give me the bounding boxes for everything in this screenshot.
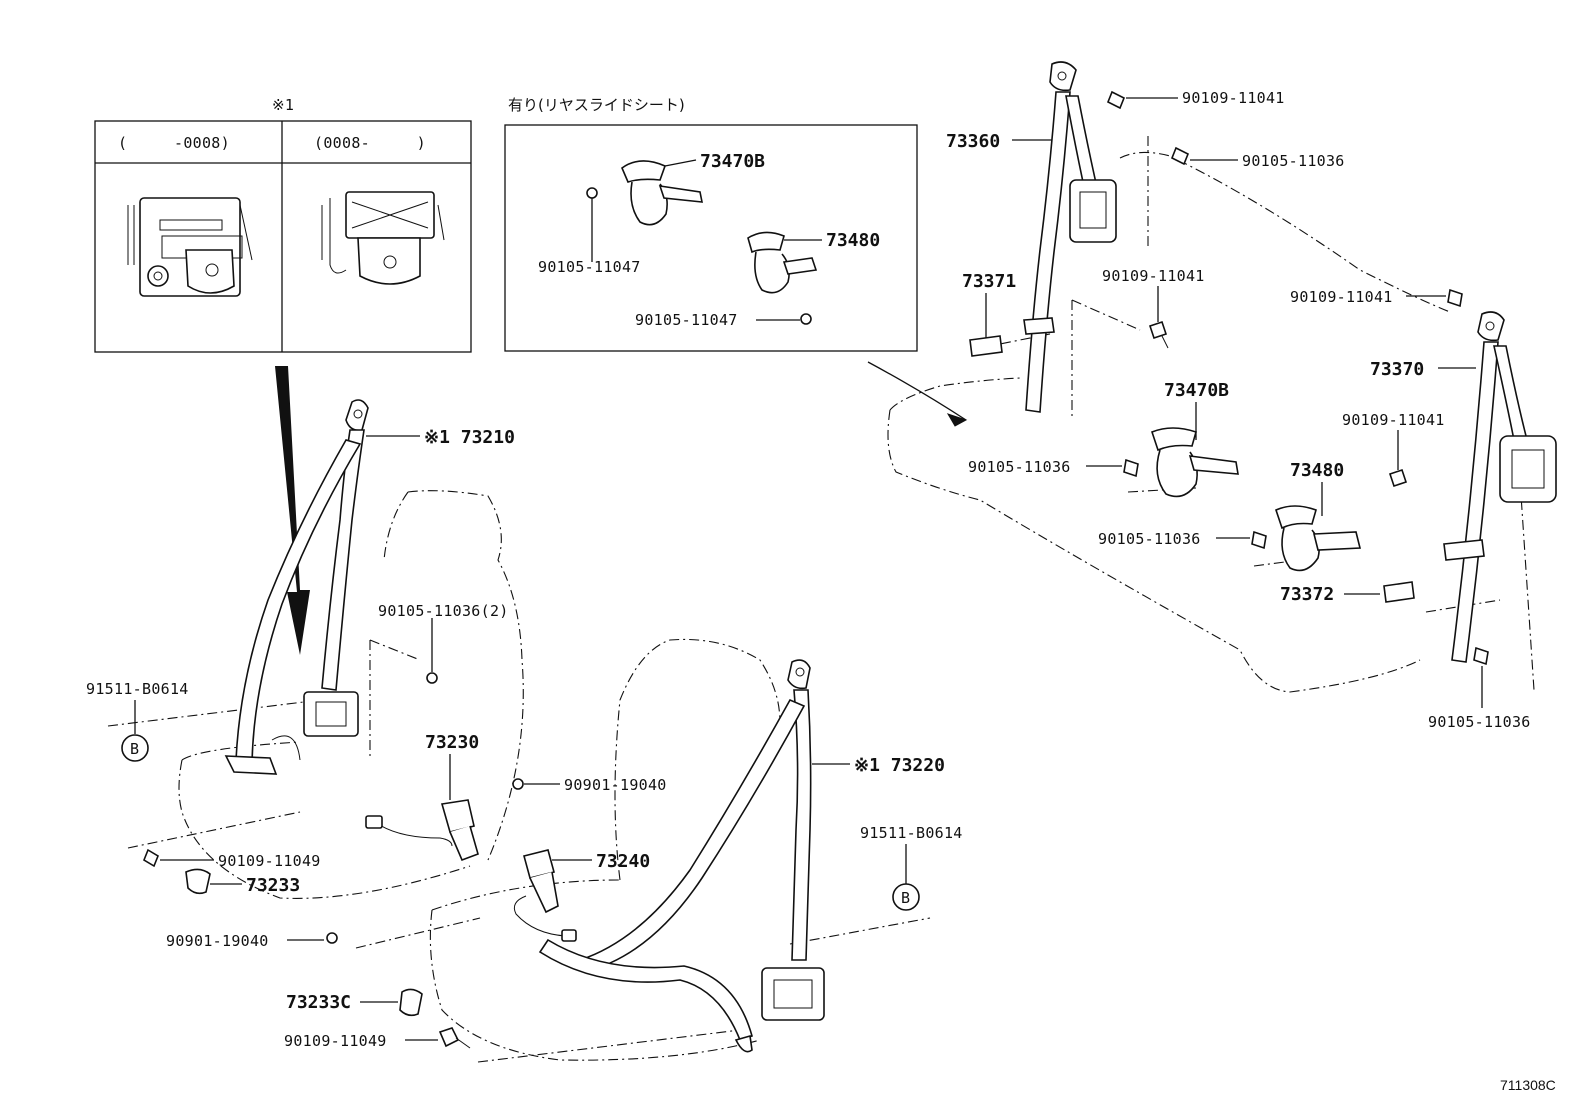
label-90109-11049-a: 90109-11049 [218,852,321,870]
seat-belt-73370: 73370 [1370,311,1557,663]
label-90105-11036-a: 90105-11036 [1242,152,1345,170]
inset-box-rear-slide-seat: 有り(リヤスライドシート) 73470B 90105-11047 73480 9… [504,96,918,352]
label-90901-19040-b: 90901-19040 [166,932,269,950]
buckle-73480: 73480 [1275,460,1362,572]
label-90109-11041-a: 90109-11041 [1182,89,1285,107]
bolt-90109-11041-a: 90109-11041 [1106,89,1285,110]
label-73370: 73370 [1370,359,1424,380]
rear-seat [887,136,1535,693]
label-73240: 73240 [596,851,650,872]
label-90105-11047-a: 90105-11047 [538,258,641,276]
bolt-90105-11036-d: 90105-11036 [1428,646,1531,731]
bolt-90109-11049-b: 90109-11049 [284,1027,471,1050]
bolt-90901-19040-b: 90901-19040 [166,932,338,950]
front-seat-left [107,490,524,949]
label-90109-11041-c: 90109-11041 [1290,288,1393,306]
front-seat-right [429,638,931,1063]
cover-73372: 73372 [1280,581,1415,605]
buckle-73240: 73240 [513,849,650,942]
marker-b-left: B [130,740,139,758]
marker-b-right: B [901,889,910,907]
bolt-90105-11036-a: 90105-11036 [1170,146,1345,170]
label-90105-11036-2: 90105-11036(2) [378,602,509,620]
label-90109-11049-b: 90109-11049 [284,1032,387,1050]
bolt-90105-11036-2: 90105-11036(2) [378,602,509,684]
retractor-variant-a-drawing [127,197,253,297]
inset-title: 有り(リヤスライドシート) [508,96,685,114]
label-90109-11041-b: 90109-11041 [1102,267,1205,285]
bolt-90109-11041-d: 90109-11041 [1342,411,1445,488]
inset-box-variants: ※1 ( -0008) (0008- ) [94,96,472,353]
label-73230: 73230 [425,732,479,753]
bolt-91511-b0614-right: 91511-B0614 B [860,824,963,911]
label-90109-11041-d: 90109-11041 [1342,411,1445,429]
label-73480-inset: 73480 [826,230,880,251]
label-73220: ※1 73220 [854,755,945,776]
label-73480: 73480 [1290,460,1344,481]
seat-belt-73220: ※1 73220 [538,659,945,1053]
diagram-code: 711308C [1500,1077,1556,1093]
label-73233: 73233 [246,875,300,896]
inset-col-b-label: (0008- ) [314,134,426,152]
label-90105-11036-b: 90105-11036 [968,458,1071,476]
bolt-90109-11049-a: 90109-11049 73233 [143,848,321,896]
label-90105-11036-c: 90105-11036 [1098,530,1201,548]
inset-col-a-label: ( -0008) [118,134,230,152]
bolt-90105-11036-b: 90105-11036 [968,458,1139,478]
bolt-90901-19040-a: 90901-19040 [512,776,666,794]
label-73360: 73360 [946,131,1000,152]
seat-belt-73360: 73360 [946,61,1117,413]
bolt-90109-11041-b: 90109-11041 [1102,267,1205,349]
cover-73233c: 73233C [286,988,423,1017]
label-73470b: 73470B [1164,380,1229,401]
bolt-90109-11041-c: 90109-11041 [1290,288,1463,308]
bolt-91511-b0614-left: 91511-B0614 B [86,680,189,762]
label-73371: 73371 [962,271,1016,292]
label-91511-b0614-right: 91511-B0614 [860,824,963,842]
label-90105-11047-b: 90105-11047 [635,311,738,329]
seat-belt-73210: ※1 73210 [224,399,515,775]
label-73210: ※1 73210 [424,427,515,448]
buckle-73230: 73230 [365,732,479,862]
cover-73371: 73371 [962,271,1016,357]
inset-note: ※1 [272,96,294,114]
pointer-arrows [275,361,968,655]
label-91511-b0614-left: 91511-B0614 [86,680,189,698]
label-73372: 73372 [1280,584,1334,605]
bolt-90105-11036-c: 90105-11036 [1098,530,1267,550]
label-73233c: 73233C [286,992,351,1013]
label-73470b-inset: 73470B [700,151,765,172]
label-90105-11036-d: 90105-11036 [1428,713,1531,731]
retractor-variant-b-drawing [321,191,445,285]
buckle-73470b: 73470B [1151,380,1239,498]
